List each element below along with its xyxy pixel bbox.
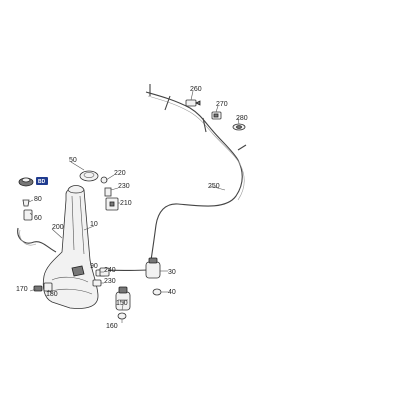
level-sensor-plug[interactable] (18, 177, 34, 187)
clip-270[interactable] (211, 111, 222, 120)
callout-180: 180 (46, 291, 58, 298)
callout-220: 220 (114, 170, 126, 177)
callout-160: 160 (106, 323, 118, 330)
callout-50: 50 (69, 157, 77, 164)
washer-pump-30[interactable] (145, 257, 161, 279)
callout-30: 30 (168, 269, 176, 276)
washer-pump-150[interactable] (115, 286, 131, 311)
washer-fluid-reservoir[interactable] (42, 185, 99, 309)
badge-bd-label: BD (38, 179, 46, 185)
callout-210: 210 (120, 200, 132, 207)
callout-60: 60 (34, 215, 42, 222)
connector-180[interactable] (43, 282, 53, 292)
seal-40[interactable] (152, 288, 162, 296)
callout-10: 10 (90, 221, 98, 228)
callout-230-top: 230 (118, 183, 130, 190)
callout-240: 240 (104, 267, 116, 274)
callout-200: 200 (52, 224, 64, 231)
sensor-60[interactable] (23, 209, 33, 221)
callout-230-lower: 230 (104, 278, 116, 285)
wire-harness-left (17, 227, 57, 253)
washer-hose-harness (145, 84, 247, 267)
clamp-280[interactable] (232, 123, 246, 131)
callout-40: 40 (168, 289, 176, 296)
bracket-210[interactable] (105, 197, 119, 211)
sensor-230-top[interactable] (104, 187, 112, 197)
clip-260[interactable] (185, 99, 201, 107)
leader-lines (28, 90, 240, 323)
callout-280: 280 (236, 115, 248, 122)
callout-250: 250 (208, 183, 220, 190)
callout-150: 150 (116, 300, 128, 307)
connector-170[interactable] (33, 285, 43, 292)
seal-220[interactable] (100, 176, 108, 184)
callout-270: 270 (216, 101, 228, 108)
seal-160[interactable] (117, 312, 127, 320)
callout-170: 170 (16, 286, 28, 293)
clip-230-lower[interactable] (92, 279, 102, 287)
callout-90: 90 (90, 263, 98, 270)
badge-bd[interactable]: BD (36, 177, 48, 185)
filler-cap-50[interactable] (79, 170, 99, 182)
callout-80: 80 (34, 196, 42, 203)
callout-260: 260 (190, 86, 202, 93)
grommet-80[interactable] (22, 199, 30, 207)
